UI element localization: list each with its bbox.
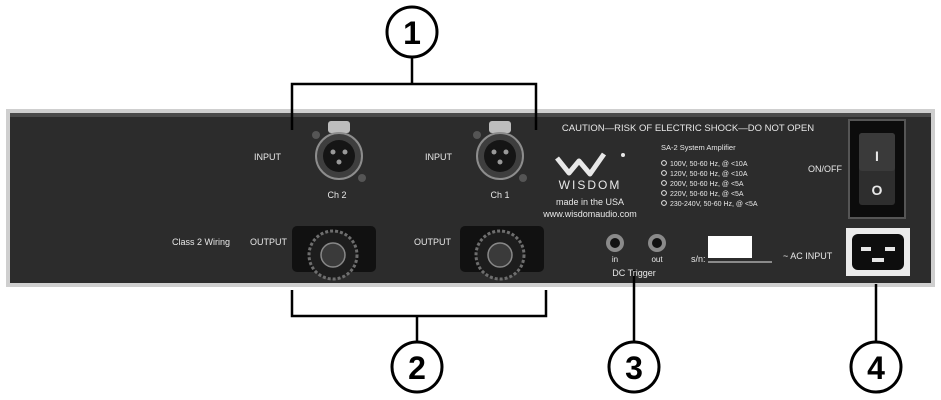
callout-3: 3 bbox=[607, 340, 661, 394]
brand-name: WISDOM bbox=[559, 178, 622, 192]
power-switch bbox=[848, 119, 906, 219]
xlr-input-ch1 bbox=[473, 121, 527, 182]
input-label-ch2: INPUT bbox=[254, 152, 282, 162]
trigger-in-label: in bbox=[612, 255, 618, 264]
svg-text:2: 2 bbox=[408, 350, 426, 386]
svg-text:3: 3 bbox=[625, 350, 643, 386]
model-name: SA-2 System Amplifier bbox=[661, 143, 736, 152]
voltage-option: 230-240V, 50-60 Hz, @ <5A bbox=[670, 201, 758, 208]
on-off-label: ON/OFF bbox=[808, 164, 842, 174]
voltage-option: 220V, 50-60 Hz, @ <5A bbox=[670, 191, 744, 198]
serial-number-sticker bbox=[708, 236, 752, 258]
svg-text:4: 4 bbox=[867, 350, 885, 386]
ac-input-label: ~ AC INPUT bbox=[783, 251, 833, 261]
ch2-label: Ch 2 bbox=[327, 190, 346, 200]
xlr-input-ch2 bbox=[312, 121, 366, 182]
voltage-option: 100V, 50-60 Hz, @ <10A bbox=[670, 161, 748, 168]
switch-off-label: O bbox=[872, 182, 883, 198]
speaker-output-ch2 bbox=[292, 226, 376, 281]
dc-trigger-in-jack bbox=[606, 234, 624, 252]
voltage-option: 200V, 50-60 Hz, @ <5A bbox=[670, 181, 744, 188]
callout-4: 4 bbox=[849, 340, 903, 394]
caution-text: CAUTION—RISK OF ELECTRIC SHOCK—DO NOT OP… bbox=[562, 123, 814, 134]
output-label-ch2: OUTPUT bbox=[250, 237, 288, 247]
serial-label: s/n: bbox=[691, 254, 706, 264]
callout-1: 1 bbox=[385, 5, 439, 59]
input-label-ch1: INPUT bbox=[425, 152, 453, 162]
svg-text:1: 1 bbox=[403, 15, 421, 51]
dc-trigger-out-jack bbox=[648, 234, 666, 252]
speaker-output-ch1 bbox=[460, 226, 544, 281]
ac-power-inlet bbox=[846, 228, 910, 276]
voltage-option: 120V, 50-60 Hz, @ <10A bbox=[670, 171, 748, 178]
made-in-usa: made in the USA bbox=[556, 197, 624, 207]
ch1-label: Ch 1 bbox=[490, 190, 509, 200]
output-label-ch1: OUTPUT bbox=[414, 237, 452, 247]
callout-2: 2 bbox=[390, 340, 444, 394]
website-url: www.wisdomaudio.com bbox=[542, 209, 637, 219]
switch-on-label: I bbox=[875, 148, 879, 164]
voltage-options: 100V, 50-60 Hz, @ <10A 120V, 50-60 Hz, @… bbox=[661, 160, 758, 208]
class2-wiring-label: Class 2 Wiring bbox=[172, 237, 230, 247]
trigger-out-label: out bbox=[651, 255, 663, 264]
dc-trigger-label: DC Trigger bbox=[612, 268, 656, 278]
wisdom-logo bbox=[555, 152, 625, 177]
